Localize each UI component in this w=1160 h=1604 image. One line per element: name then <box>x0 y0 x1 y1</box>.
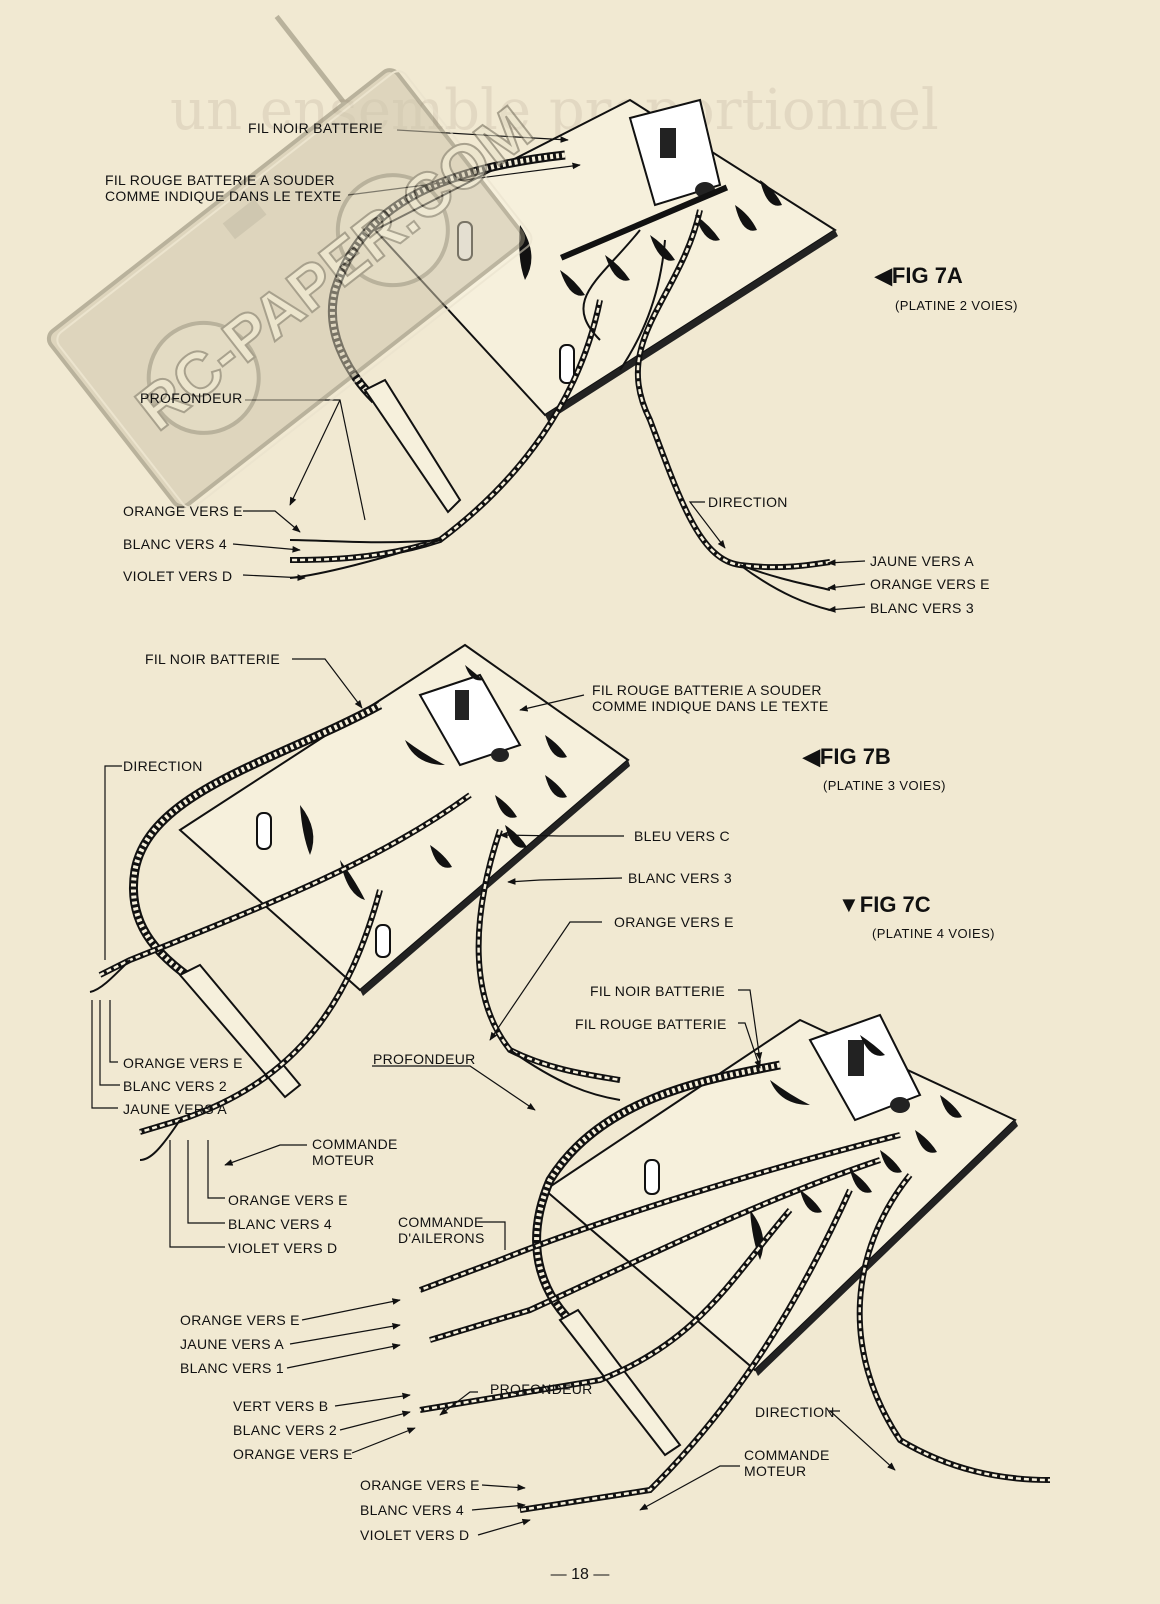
fig-7a-label-orange-e: ORANGE VERS E <box>123 503 243 519</box>
fig-7a-board-edge <box>545 230 838 421</box>
fig-7b-standoff <box>256 812 272 850</box>
fig-7a-label-orange-e2: ORANGE VERS E <box>870 576 990 592</box>
fig-7a-label-violet-d: VIOLET VERS D <box>123 568 233 584</box>
fig-7b-board <box>178 643 630 992</box>
fig-7a-label-blanc-4: BLANC VERS 4 <box>123 536 227 552</box>
fig-7a-label-direction: DIRECTION <box>708 494 788 510</box>
fig-7c-label-jaune-a: JAUNE VERS A <box>180 1336 284 1352</box>
fig-7c-label-violet-d: VIOLET VERS D <box>360 1527 470 1543</box>
fig-7b-label-blanc-4: BLANC VERS 4 <box>228 1216 332 1232</box>
fig-7b-label-fil-rouge: FIL ROUGE BATTERIE A SOUDER COMME INDIQU… <box>592 682 829 714</box>
fig-7c-label-fil-noir: FIL NOIR BATTERIE <box>590 983 726 999</box>
fig-7c-board-edge <box>755 1120 1018 1376</box>
fig-7b-solder-tabs <box>300 665 567 900</box>
fig-7b-drawing <box>89 643 630 1248</box>
fig-7b-label-jaune-a: JAUNE VERS A <box>123 1101 227 1117</box>
fig-7c-label-blanc-1: BLANC VERS 1 <box>180 1360 284 1376</box>
fig-7c-subtitle: (PLATINE 4 VOIES) <box>872 926 995 941</box>
page-number: — 18 — <box>550 1566 610 1583</box>
fig-7a-label-profondeur: PROFONDEUR <box>140 390 243 406</box>
fig-7c-label-orange-e2: ORANGE VERS E <box>233 1446 353 1462</box>
fig-7b-label-violet-d: VIOLET VERS D <box>228 1240 338 1256</box>
fig-7a-label-jaune-a: JAUNE VERS A <box>870 553 974 569</box>
fig-7c-label-profondeur: PROFONDEUR <box>490 1381 593 1397</box>
fig-7b-leader-lines <box>91 658 624 1248</box>
fig-7b-switch <box>418 673 522 767</box>
fig-7b-label-commande-moteur: COMMANDE MOTEUR <box>312 1136 398 1168</box>
fig-7a-label-blanc-3: BLANC VERS 3 <box>870 600 974 616</box>
watermark-logo: RC-PAPER.COM <box>46 14 547 509</box>
fig-7a-label-fil-rouge: FIL ROUGE BATTERIE A SOUDER COMME INDIQU… <box>105 172 342 204</box>
fig-7b-label-blanc-3: BLANC VERS 3 <box>628 870 732 886</box>
fig-7a-label-fil-noir: FIL NOIR BATTERIE <box>248 120 384 136</box>
fig-7a-title: ◀​FIG 7A <box>875 263 963 288</box>
fig-7c-label-fil-rouge: FIL ROUGE BATTERIE <box>575 1016 727 1032</box>
fig-7c-label-commande-moteur: COMMANDE MOTEUR <box>744 1447 830 1479</box>
fig-7a-subtitle: (PLATINE 2 VOIES) <box>895 298 1018 313</box>
fig-7b-label-fil-noir: FIL NOIR BATTERIE <box>145 651 281 667</box>
fig-7a-standoff <box>559 344 575 384</box>
fig-7b-subtitle: (PLATINE 3 VOIES) <box>823 778 946 793</box>
fig-7c-label-blanc-2: BLANC VERS 2 <box>233 1422 337 1438</box>
fig-7b-label-blanc-2: BLANC VERS 2 <box>123 1078 227 1094</box>
fig-7c-label-orange-e3: ORANGE VERS E <box>360 1477 480 1493</box>
fig-7c-standoff <box>644 1159 660 1195</box>
fig-7b-standoff <box>375 924 391 958</box>
fig-7b-label-bleu-c: BLEU VERS C <box>634 828 730 844</box>
fig-7b-label-orange-e: ORANGE VERS E <box>614 914 734 930</box>
fig-7c-leader-lines <box>286 989 896 1536</box>
fig-7a-switch <box>628 98 722 207</box>
fig-7b-board-edge <box>360 760 630 996</box>
fig-7c-label-vert-b: VERT VERS B <box>233 1398 329 1414</box>
fig-7c-label-ailerons: COMMANDE D'AILERONS <box>398 1214 485 1246</box>
fig-7b-title-text: FIG 7B <box>819 744 891 769</box>
fig-7b-title: ◀​FIG 7B <box>803 744 891 769</box>
fig-7b-label-orange-e3: ORANGE VERS E <box>228 1192 348 1208</box>
fig-7b-label-profondeur: PROFONDEUR <box>373 1051 476 1067</box>
fig-7c-label-blanc-4: BLANC VERS 4 <box>360 1502 464 1518</box>
bleed-through-text: un ensemble proportionnel <box>170 78 939 143</box>
fig-7c-label-orange-e: ORANGE VERS E <box>180 1312 300 1328</box>
fig-7c-title-text: FIG 7C <box>859 892 931 917</box>
fig-7b-label-orange-e2: ORANGE VERS E <box>123 1055 243 1071</box>
fig-7a-drawing <box>232 98 866 613</box>
fig-7c-title: ▼​FIG 7C <box>838 892 931 917</box>
fig-7b-label-direction: DIRECTION <box>123 758 203 774</box>
fig-7c-drawing <box>286 989 1051 1536</box>
fig-7c-label-direction: DIRECTION <box>755 1404 835 1420</box>
fig-7a-title-text: FIG 7A <box>891 263 963 288</box>
fig-7c-switch <box>808 1013 922 1122</box>
